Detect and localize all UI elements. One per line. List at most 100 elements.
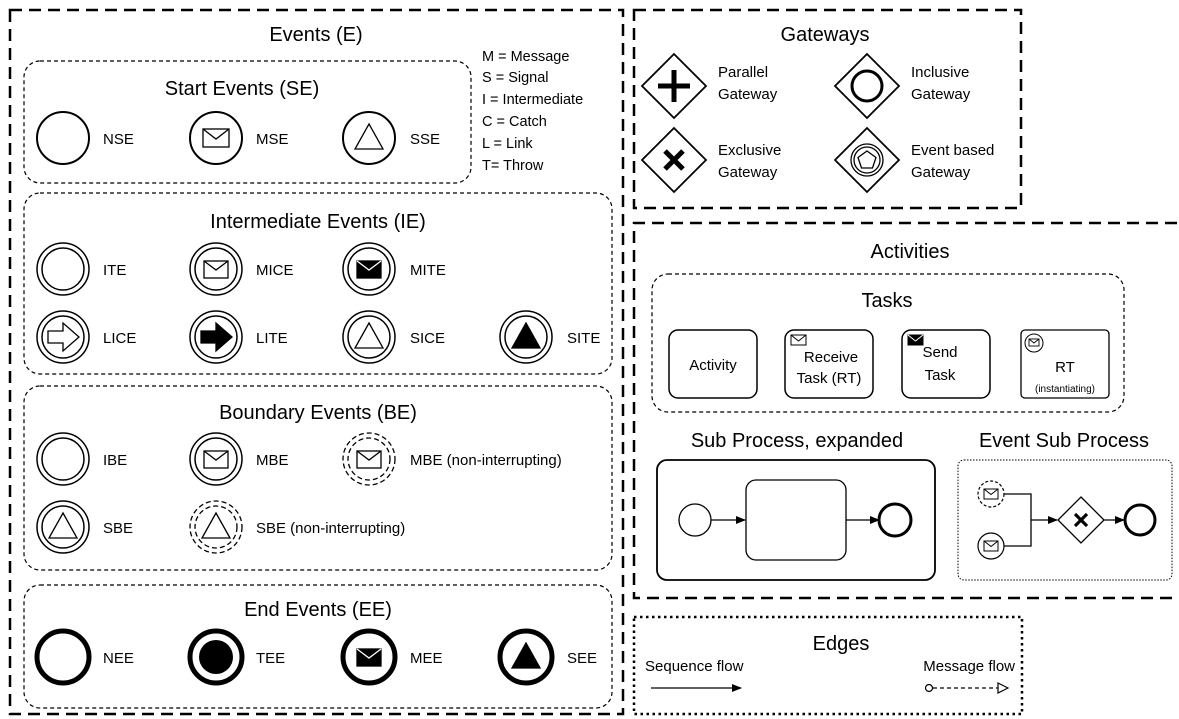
receive-task-label-2: Task (RT) [797,370,862,387]
lice-event: LICE [36,310,136,364]
sbe-event: SBE [36,500,133,554]
edges-panel: Edges Sequence flow Message flow [632,615,1024,716]
sice-event: SICE [342,310,445,364]
lice-label: LICE [103,330,136,347]
rt-task-label-1: RT [1055,359,1075,376]
end-events-title: End Events (EE) [244,599,392,621]
sice-label: SICE [410,330,445,347]
ite-label: ITE [103,262,126,279]
mee-event: MEE [340,628,443,686]
lite-event: LITE [189,310,288,364]
mse-label: MSE [256,131,289,148]
mbe-event: MBE [189,432,289,486]
inclusive-gateway-icon [833,52,901,120]
lite-label: LITE [256,330,288,347]
legend-throw: T= Throw [482,158,544,174]
event-based-gateway-label-1: Event based [911,142,994,159]
tasks-title: Tasks [861,290,912,312]
envelope-icon [790,334,807,346]
triangle-icon [353,122,385,150]
events-panel: Events (E) M = Message S = Signal I = In… [8,8,625,716]
edges-title: Edges [813,633,870,655]
intermediate-events-title: Intermediate Events (IE) [210,211,426,233]
legend-catch: C = Catch [482,114,547,130]
none-end-event-icon [34,628,92,686]
exclusive-gateway: Exclusive Gateway [640,126,781,194]
mite-label: MITE [410,262,446,279]
start-events-title: Start Events (SE) [165,78,320,100]
envelope-icon [202,128,230,148]
mice-label: MICE [256,262,294,279]
legend-link: L = Link [482,136,533,152]
rt-task-label-2: (instantiating) [1035,384,1095,395]
activity-task: Activity [668,329,758,399]
parallel-gateway-label-1: Parallel [718,64,768,81]
triangle-icon [353,321,385,349]
legend-signal: S = Signal [482,70,549,86]
sequence-flow-label: Sequence flow [645,658,744,675]
sbe-non-interrupting-label: SBE (non-interrupting) [256,520,405,537]
parallel-gateway: Parallel Gateway [640,52,778,120]
sbe-label: SBE [103,520,133,537]
event-subprocess: Event Sub Process [957,430,1173,581]
mee-label: MEE [410,650,443,667]
envelope-icon [983,488,999,500]
envelope-icon [203,450,229,469]
filled-arrow-right-icon [200,321,233,353]
start-events-group: Start Events (SE) NSE MSE SSE [23,60,472,184]
tasks-group: Tasks Activity Receive Task (RT) [651,273,1125,413]
mbe-non-interrupting-label: MBE (non-interrupting) [410,452,562,469]
tee-event: TEE [187,628,285,686]
mbe-label: MBE [256,452,289,469]
envelope-icon [203,260,229,279]
parallel-gateway-label-2: Gateway [718,86,778,103]
site-event: SITE [499,310,600,364]
ibe-label: IBE [103,452,127,469]
activities-panel: Activities Tasks Activity Receive Task (… [632,221,1177,600]
send-task: Send Task [901,329,991,399]
nee-event: NEE [34,628,134,686]
sse-label: SSE [410,131,440,148]
subprocess-expanded: Sub Process, expanded [656,430,936,581]
triangle-icon [47,511,79,539]
inclusive-gateway-label-2: Gateway [911,86,971,103]
start-event-icon [678,503,712,537]
pentagon-icon [857,150,877,169]
arrow-right-icon [47,321,80,353]
inclusive-gateway: Inclusive Gateway [833,52,971,120]
end-event-icon [877,502,913,538]
ibe-event: IBE [36,432,127,486]
none-start-event-icon [36,111,90,165]
receive-task: Receive Task (RT) [784,329,874,399]
mice-event: MICE [189,242,294,296]
envelope-icon [356,450,382,469]
triangle-icon [200,511,232,539]
send-task-label-2: Task [925,367,956,384]
legend-message: M = Message [482,49,569,65]
subprocess-title: Sub Process, expanded [691,430,903,452]
tee-label: TEE [256,650,285,667]
exclusive-gateway-label-1: Exclusive [718,142,781,159]
mse-event: MSE [189,111,289,165]
ite-event: ITE [36,242,126,296]
event-based-gateway: Event based Gateway [833,126,994,194]
envelope-icon [1028,338,1040,347]
legend-intermediate: I = Intermediate [482,92,583,108]
filled-envelope-icon [356,648,382,667]
envelope-icon [983,540,999,552]
sse-event: SSE [342,111,440,165]
site-label: SITE [567,330,600,347]
intermediate-events-group: Intermediate Events (IE) ITE MICE [23,192,613,375]
events-legend: M = Message S = Signal I = Intermediate … [482,49,583,174]
nee-label: NEE [103,650,134,667]
exclusive-gateway-label-2: Gateway [718,164,778,181]
events-title: Events (E) [269,24,362,46]
mbe-non-interrupting-event: MBE (non-interrupting) [342,432,562,486]
message-flow-label: Message flow [923,658,1015,675]
intermediate-boundary-event-icon [36,432,90,486]
nse-label: NSE [103,131,134,148]
filled-triangle-icon [510,641,542,669]
sequence-flow-merge [1004,493,1057,547]
filled-envelope-icon [356,260,382,279]
